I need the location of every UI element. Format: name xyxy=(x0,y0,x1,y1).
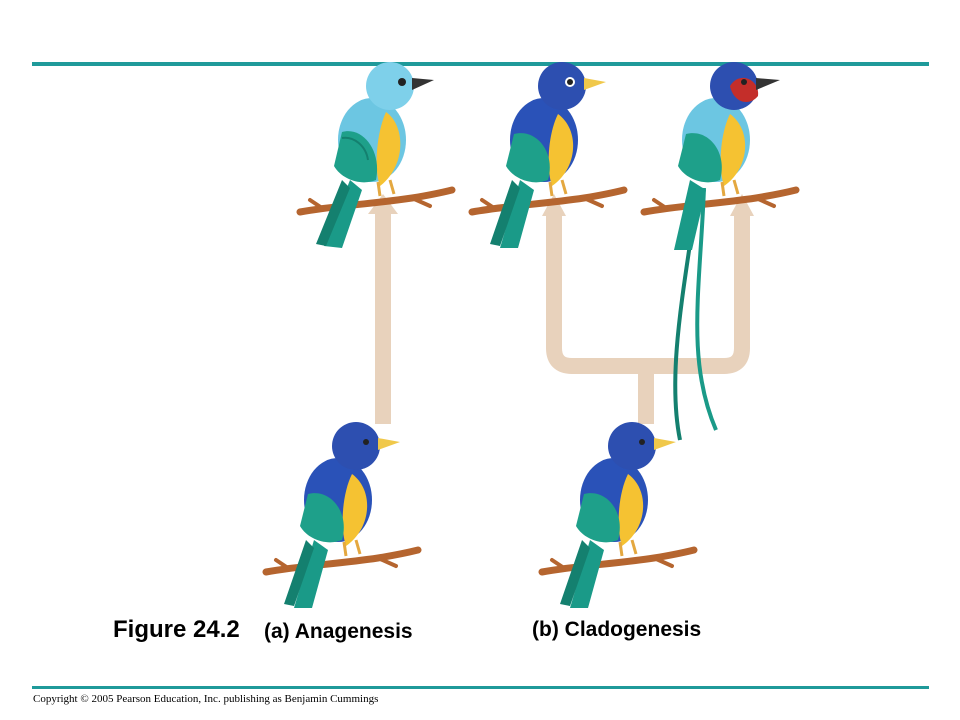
copyright-notice: Copyright © 2005 Pearson Education, Inc.… xyxy=(33,693,379,705)
top-rule xyxy=(32,62,929,66)
panel-a-label: (a) Anagenesis xyxy=(264,620,413,643)
cladogenesis-arrows xyxy=(542,194,754,424)
anagenesis-arrow xyxy=(368,194,398,424)
figure-title: Figure 24.2 xyxy=(113,616,240,643)
bird-light-blue xyxy=(300,62,452,248)
bird-ancestor-b xyxy=(542,422,694,608)
bird-blue-top xyxy=(472,62,624,248)
bird-ancestor-a xyxy=(266,422,418,608)
bottom-rule xyxy=(32,686,929,689)
bird-red-face xyxy=(644,62,796,441)
panel-b-label: (b) Cladogenesis xyxy=(532,618,702,641)
